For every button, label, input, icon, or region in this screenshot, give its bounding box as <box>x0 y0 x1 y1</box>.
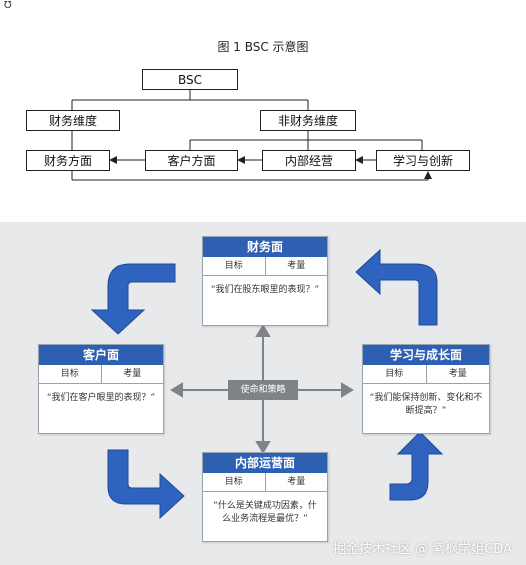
node-internal: 内部经营 <box>262 150 356 171</box>
card-internal-title: 内部运营面 <box>203 453 327 473</box>
arrow-internal-to-learning <box>389 431 444 501</box>
column-measure: 考量 <box>448 369 467 379</box>
column-objective: 目标 <box>203 473 266 491</box>
card-customer-question: “我们在客户眼里的表现？” <box>46 393 156 403</box>
node-financial-dimension: 财务维度 <box>26 110 120 131</box>
node-learning: 学习与创新 <box>376 150 470 171</box>
column-measure: 考量 <box>287 261 306 271</box>
bsc-perspectives-diagram: 财务面 目标 考量 “我们在股东眼里的表现？” 客户面 目标 考量 “我们在客户… <box>0 222 526 565</box>
arrow-learning-to-financial <box>355 248 438 326</box>
column-objective: 目标 <box>203 257 266 275</box>
card-financial-title: 财务面 <box>203 237 327 257</box>
column-objective: 目标 <box>39 365 102 383</box>
arrow-customer-to-internal <box>107 449 185 520</box>
arrow-financial-to-customer <box>90 263 176 335</box>
card-internal-columns: 目标 考量 <box>203 473 327 492</box>
figure-title: 图 1 BSC 示意图 <box>217 40 309 54</box>
bsc-top-diagram: Ʊ 图 1 BSC 示意图 <box>0 0 526 212</box>
card-customer: 客户面 目标 考量 “我们在客户眼里的表现？” <box>38 344 164 434</box>
perspective-arrows <box>90 248 444 520</box>
node-nonfinancial-dimension: 非财务维度 <box>260 110 356 131</box>
mission-strategy-center: 使命和策略 <box>228 380 298 400</box>
watermark: 掘金技术社区 @ 紫枫学姐CDA <box>332 542 512 557</box>
column-measure: 考量 <box>123 369 142 379</box>
node-bsc: BSC <box>142 69 238 90</box>
card-internal-question: “什么是关键成功因素，什么业务流程是最优？” <box>213 501 317 524</box>
node-customer: 客户方面 <box>145 150 238 171</box>
card-financial: 财务面 目标 考量 “我们在股东眼里的表现？” <box>202 236 328 326</box>
card-customer-columns: 目标 考量 <box>39 365 163 384</box>
top-diagram-connectors <box>71 89 432 181</box>
card-financial-question: “我们在股东眼里的表现？” <box>210 285 320 295</box>
column-objective: 目标 <box>363 365 427 383</box>
top-cut-mark: Ʊ <box>4 0 12 11</box>
column-measure: 考量 <box>287 477 306 487</box>
card-learning-question: “我们能保持创新、变化和不断提高？” <box>369 393 483 416</box>
card-learning-title: 学习与成长面 <box>363 345 489 365</box>
card-customer-title: 客户面 <box>39 345 163 365</box>
card-financial-columns: 目标 考量 <box>203 257 327 276</box>
card-internal: 内部运营面 目标 考量 “什么是关键成功因素，什么业务流程是最优？” <box>202 452 328 542</box>
card-learning: 学习与成长面 目标 考量 “我们能保持创新、变化和不断提高？” <box>362 344 490 434</box>
node-financial: 财务方面 <box>26 150 110 171</box>
card-learning-columns: 目标 考量 <box>363 365 489 384</box>
